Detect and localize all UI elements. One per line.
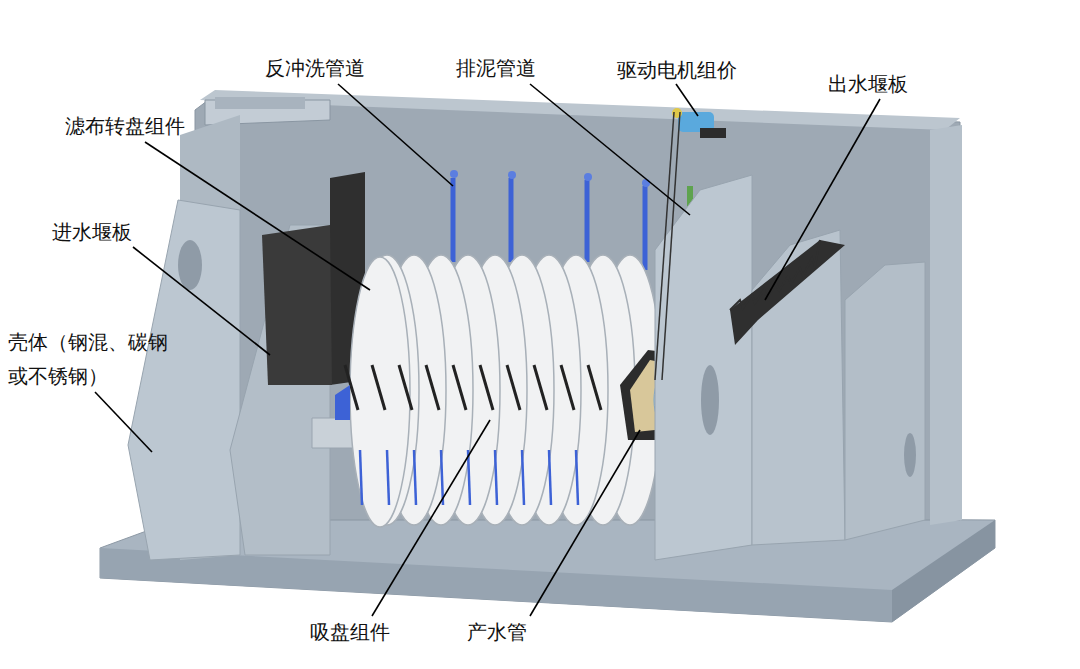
callout-label: 壳体（钢混、碳钢 或不锈钢） — [8, 325, 180, 393]
drive-belt — [662, 112, 680, 380]
leader-lines — [95, 84, 880, 616]
callout-label: 出水堰板 — [828, 72, 908, 96]
callout-label: 滤布转盘组件 — [65, 114, 185, 138]
suction-heads — [345, 365, 601, 410]
filter-discs — [350, 255, 662, 527]
left-pillar — [128, 200, 240, 560]
motor-base — [700, 128, 726, 138]
callout-label: 驱动电机组价 — [617, 58, 737, 82]
base-front — [100, 548, 892, 622]
outlet-weir-plate — [730, 240, 845, 345]
pipe-hole — [701, 365, 719, 435]
callout-label: 产水管 — [467, 620, 527, 644]
callout-label: 排泥管道 — [456, 56, 536, 80]
suction-inlet — [335, 385, 350, 420]
weir-teeth — [730, 240, 820, 310]
inlet-weir-plate — [262, 225, 332, 385]
pipe-hole — [904, 433, 916, 477]
right-pillar — [655, 175, 752, 560]
callout-label: 进水堰板 — [52, 220, 132, 244]
callout-label: 吸盘组件 — [310, 620, 390, 644]
callout-label: 反冲洗管道 — [265, 56, 365, 80]
wall-side — [930, 125, 962, 525]
base-side — [892, 520, 995, 622]
tower-opening — [215, 97, 305, 109]
pipe-hole — [178, 240, 202, 290]
right-pillar-3 — [845, 262, 925, 540]
pipe-caps — [450, 170, 650, 187]
suction-lines — [360, 450, 578, 505]
